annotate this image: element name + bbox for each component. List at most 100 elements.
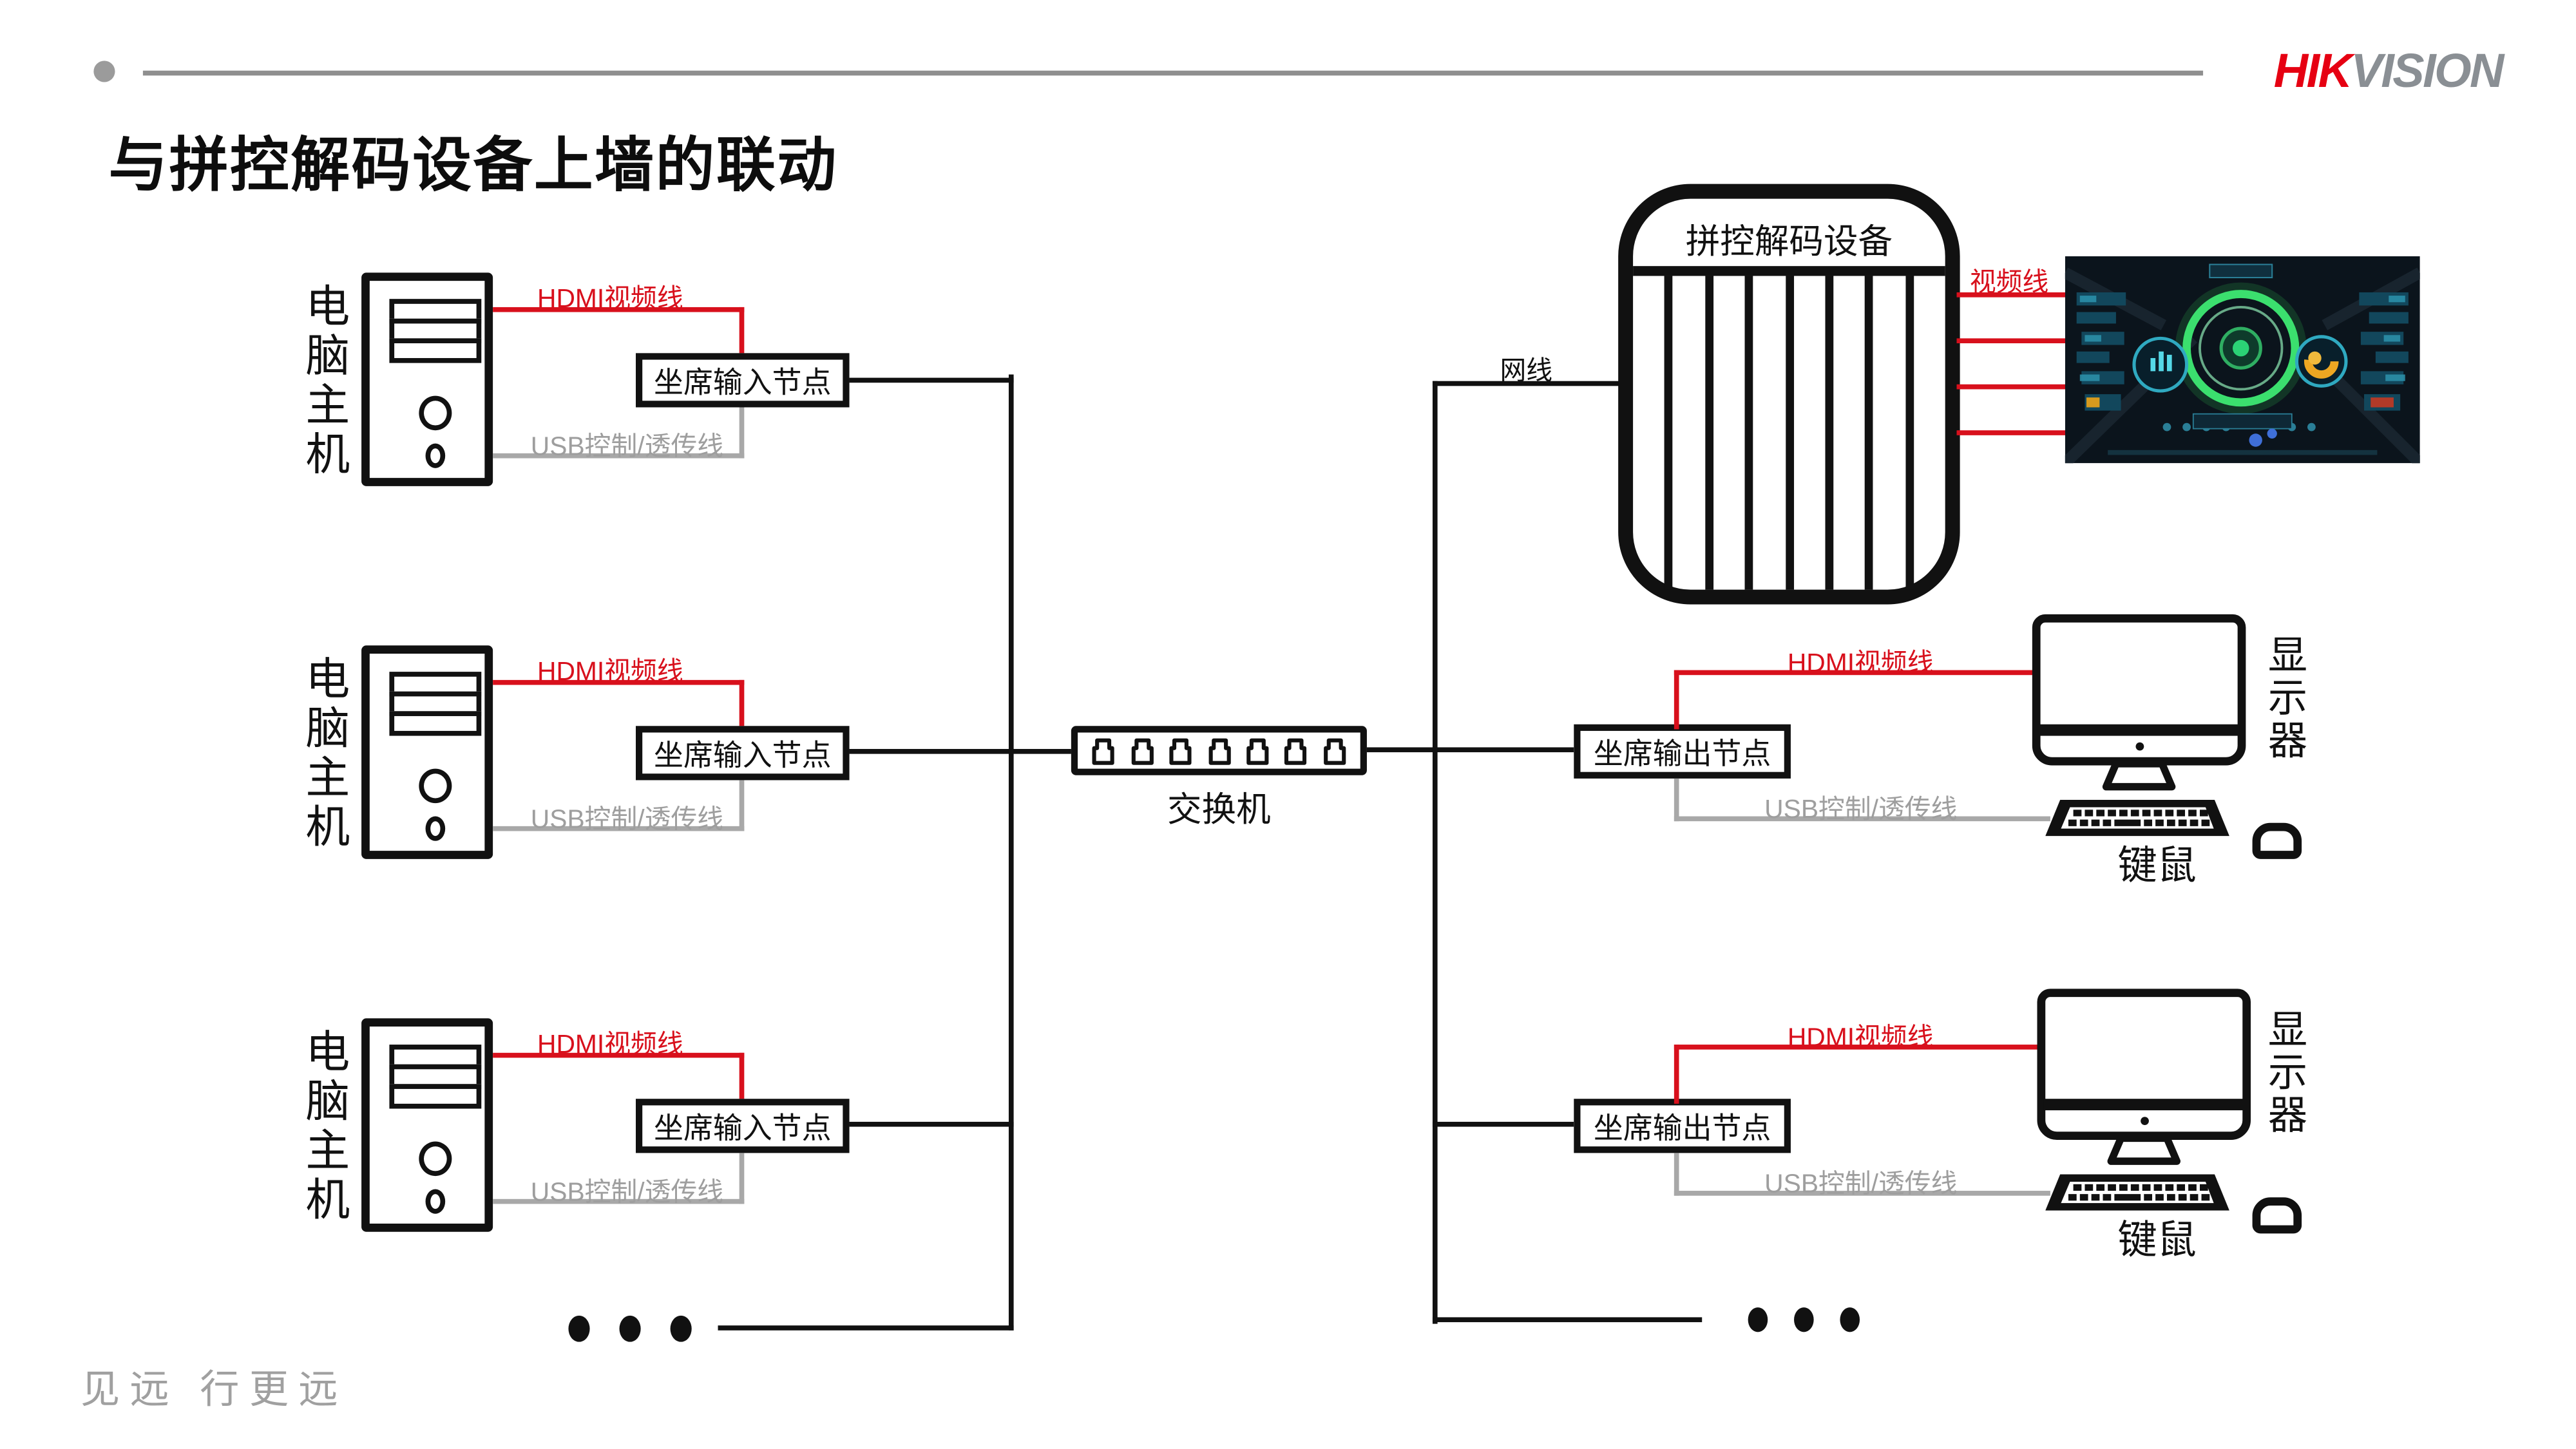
usb-line xyxy=(493,453,745,459)
monitor-label: 显示器 xyxy=(2260,1008,2305,1137)
ellipsis-dot xyxy=(1840,1307,1860,1332)
usb-line xyxy=(493,1198,745,1204)
switch-icon xyxy=(1071,726,1367,775)
hdmi-line xyxy=(493,679,745,685)
usb-line xyxy=(493,826,745,831)
hdmi-line xyxy=(493,1052,745,1058)
seat-input-node: 坐席输入节点 xyxy=(636,353,850,408)
left-bus-line xyxy=(1008,374,1014,1331)
network-cable-label: 网线 xyxy=(1500,357,1553,386)
camera-dot xyxy=(2135,742,2143,751)
keyboard-mouse-label: 键鼠 xyxy=(2117,1218,2197,1264)
decoder-slots xyxy=(1633,276,1945,590)
reset-button-icon xyxy=(425,443,446,468)
mouse-icon xyxy=(2252,1197,2302,1234)
switch-label: 交换机 xyxy=(1167,791,1271,829)
power-button-icon xyxy=(419,768,452,804)
drive-bays xyxy=(389,1045,482,1109)
pc-tower-icon xyxy=(361,1018,493,1232)
right-bus-line xyxy=(1432,1317,1703,1323)
hdmi-line xyxy=(739,1052,745,1104)
decoder-label: 拼控解码设备 xyxy=(1685,223,1893,261)
keyboard-icon xyxy=(2045,800,2229,837)
usb-line xyxy=(739,1153,745,1204)
hdmi-line xyxy=(739,679,745,731)
seat-output-node: 坐席输出节点 xyxy=(1574,724,1791,779)
reset-button-icon xyxy=(425,1189,446,1214)
logo-vision: VISION xyxy=(2351,46,2504,99)
usb-cable-label: USB控制/透传线 xyxy=(1764,796,1958,825)
connector-line xyxy=(849,377,1014,383)
video-line xyxy=(1956,292,2067,298)
hdmi-line xyxy=(1674,670,1679,730)
rj45-port-icon xyxy=(1284,737,1307,764)
header-bullet-dot xyxy=(93,61,115,82)
drive-bays xyxy=(389,672,482,736)
seat-output-node: 坐席输出节点 xyxy=(1574,1099,1791,1153)
video-line xyxy=(1956,338,2067,344)
usb-cable-label: USB控制/透传线 xyxy=(1764,1171,1958,1199)
usb-line xyxy=(739,407,745,459)
ellipsis-dot xyxy=(1748,1307,1768,1332)
usb-line xyxy=(1674,1191,2050,1196)
rj45-port-icon xyxy=(1246,737,1269,764)
seat-input-node: 坐席输入节点 xyxy=(636,1099,850,1153)
rj45-port-icon xyxy=(1323,737,1346,764)
drive-bays xyxy=(389,299,482,363)
monitor-stand xyxy=(2107,1135,2181,1165)
logo-hik: HIK xyxy=(2273,46,2352,99)
keyboard-icon xyxy=(2045,1174,2229,1211)
video-line xyxy=(1956,430,2067,435)
power-button-icon xyxy=(419,395,452,431)
usb-cable-label: USB控制/透传线 xyxy=(530,806,724,835)
rj45-port-icon xyxy=(1208,737,1230,764)
connector-line xyxy=(849,1121,1014,1127)
right-bus-line xyxy=(1432,381,1438,1324)
video-line xyxy=(1956,384,2067,390)
pc-host-label: 电脑主机 xyxy=(299,655,348,853)
footer-slogan: 见远 行更远 xyxy=(80,1368,348,1413)
hdmi-line xyxy=(1674,670,2037,676)
connector-line xyxy=(1366,747,1574,753)
decoder-icon: 拼控解码设备 xyxy=(1618,184,1960,605)
seat-input-node: 坐席输入节点 xyxy=(636,726,850,781)
connector-line xyxy=(1432,1121,1574,1127)
usb-line xyxy=(1674,1153,1679,1196)
header-rule xyxy=(142,70,2204,75)
usb-line xyxy=(739,780,745,831)
mouse-icon xyxy=(2252,822,2302,859)
usb-cable-label: USB控制/透传线 xyxy=(530,1179,724,1208)
hdmi-line xyxy=(1674,1045,1679,1104)
keyboard-mouse-label: 键鼠 xyxy=(2117,844,2197,889)
usb-cable-label: USB控制/透传线 xyxy=(530,433,724,462)
page-title: 与拼控解码设备上墙的联动 xyxy=(108,131,838,199)
monitor-chin-bar xyxy=(2039,724,2240,736)
hdmi-line xyxy=(493,307,745,312)
monitor-label: 显示器 xyxy=(2260,634,2305,762)
reset-button-icon xyxy=(425,816,446,841)
camera-dot xyxy=(2139,1117,2148,1126)
monitor-chin-bar xyxy=(2043,1099,2244,1111)
rj45-port-icon xyxy=(1169,737,1192,764)
ellipsis-dot xyxy=(670,1315,692,1342)
hikvision-logo: HIKVISION xyxy=(2273,46,2504,100)
rj45-port-icon xyxy=(1131,737,1154,764)
pc-tower-icon xyxy=(361,645,493,859)
connector-line xyxy=(849,748,1071,754)
hdmi-line xyxy=(1674,1045,2043,1050)
usb-line xyxy=(1674,778,1679,822)
pc-tower-icon xyxy=(361,272,493,486)
monitor-icon xyxy=(2032,614,2246,766)
pc-host-label: 电脑主机 xyxy=(299,282,348,480)
monitor-icon xyxy=(2037,989,2251,1140)
pc-host-label: 电脑主机 xyxy=(299,1028,348,1226)
left-bus-line xyxy=(718,1325,1014,1331)
rj45-port-icon xyxy=(1092,737,1115,764)
ellipsis-dot xyxy=(1794,1307,1814,1332)
usb-line xyxy=(1674,816,2050,822)
ellipsis-dot xyxy=(568,1315,590,1342)
network-line xyxy=(1432,381,1620,386)
hdmi-line xyxy=(739,307,745,358)
video-wall-screen xyxy=(2061,256,2425,468)
